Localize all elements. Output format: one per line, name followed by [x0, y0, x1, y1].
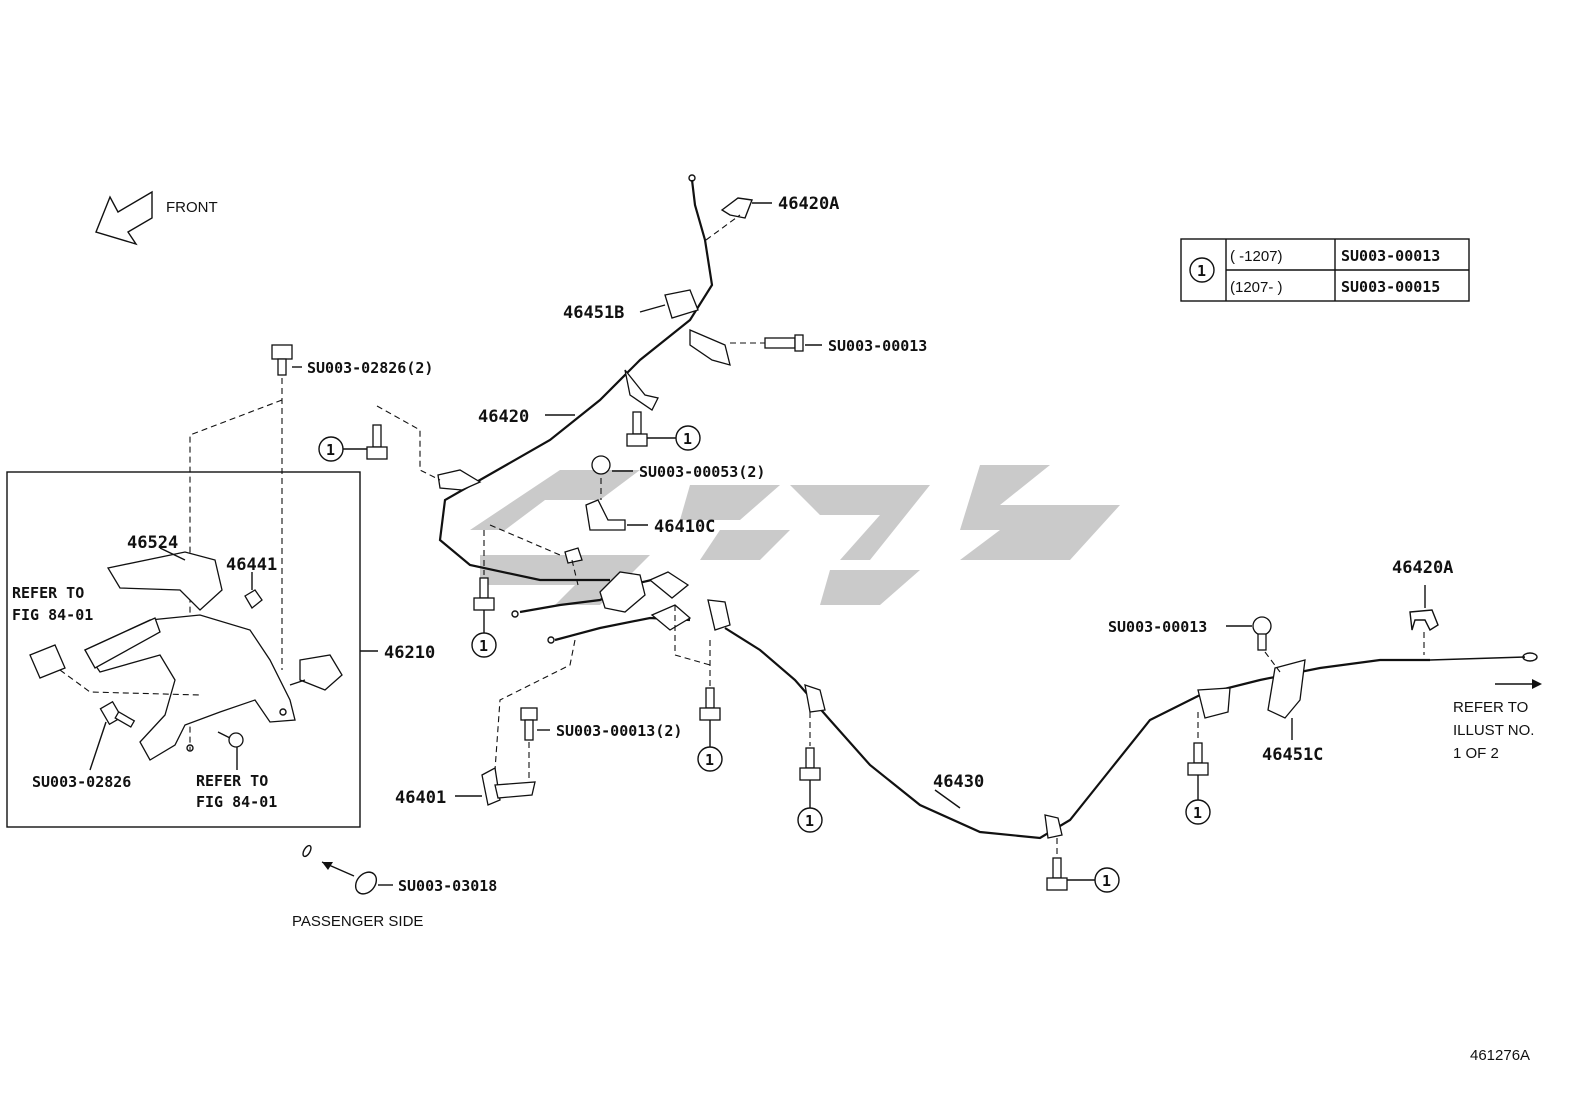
legend-range-2: (1207- )	[1230, 279, 1283, 296]
bolt-su003-00013-right	[1252, 616, 1281, 673]
bolt-su003-00013-2	[520, 707, 538, 780]
circle-marker-1a: 1	[326, 441, 335, 459]
bracket-46410C	[585, 499, 626, 531]
equalizer-area	[483, 524, 731, 771]
label-refer-illust-3: 1 OF 2	[1453, 745, 1499, 762]
bolt-su003-02826	[89, 700, 136, 771]
label-46524: 46524	[127, 533, 178, 553]
bolt-marker-1b	[626, 411, 701, 451]
label-su003-02826: SU003-02826	[32, 773, 131, 791]
legend-part-1: SU003-00013	[1341, 247, 1440, 265]
bolt-marker-1f	[1046, 838, 1120, 893]
label-46430: 46430	[933, 772, 984, 792]
label-fig-84-01-2: FIG 84-01	[196, 793, 277, 811]
label-fig-84-01-1: FIG 84-01	[12, 606, 93, 624]
circle-marker-1e: 1	[805, 812, 814, 830]
label-passenger-side: PASSENGER SIDE	[292, 913, 423, 930]
label-46420: 46420	[478, 407, 529, 427]
legend-range-1: ( -1207)	[1230, 248, 1283, 265]
clip-46420A-top	[705, 197, 753, 241]
label-46420A-right: 46420A	[1392, 558, 1453, 578]
circle-marker-1f: 1	[1102, 872, 1111, 890]
label-46210: 46210	[384, 643, 435, 663]
diagram-code: 461276A	[1470, 1047, 1530, 1064]
bolt-marker-1g	[1185, 712, 1211, 825]
grommet-su003-03018	[302, 844, 378, 895]
front-label: FRONT	[166, 199, 218, 216]
label-su003-03018: SU003-03018	[398, 877, 497, 895]
label-46401: 46401	[395, 788, 446, 808]
clip-46441	[244, 589, 263, 609]
label-su003-00053-2: SU003-00053(2)	[639, 463, 765, 481]
label-refer-to-1: REFER TO	[12, 584, 84, 602]
switch-part	[29, 644, 201, 696]
label-su003-00013-right: SU003-00013	[1108, 618, 1207, 636]
label-refer-illust-1: REFER TO	[1453, 699, 1528, 716]
watermark-logo	[470, 465, 1120, 605]
bolt-marker-1c	[471, 577, 497, 658]
legend-part-2: SU003-00015	[1341, 278, 1440, 296]
label-su003-00013-top: SU003-00013	[828, 337, 927, 355]
legend-symbol: 1	[1197, 262, 1206, 280]
circle-marker-1d: 1	[705, 751, 714, 769]
label-46410C: 46410C	[654, 517, 715, 537]
bracket-46401	[481, 766, 536, 806]
refer-arrow-icon	[1495, 679, 1542, 689]
bolt-marker-1d	[697, 640, 723, 772]
cable-46430	[724, 627, 1538, 840]
parking-lever	[84, 614, 343, 761]
bolt-marker-1e	[797, 712, 823, 833]
label-46451B: 46451B	[563, 303, 624, 323]
label-su003-02826-2: SU003-02826(2)	[307, 359, 433, 377]
label-refer-illust-2: ILLUST NO.	[1453, 722, 1534, 739]
cable-46420	[437, 174, 731, 582]
legend-table	[1180, 238, 1470, 302]
bolt-marker-1a	[318, 405, 441, 481]
label-46441: 46441	[226, 555, 277, 575]
screw-refer-fig	[217, 731, 244, 770]
lever-assembly-box	[6, 471, 361, 828]
label-46420A-top: 46420A	[778, 194, 839, 214]
label-refer-to-2: REFER TO	[196, 772, 268, 790]
cover-46524	[106, 551, 223, 611]
nut-su003-00053	[591, 455, 611, 500]
circle-marker-1c: 1	[479, 637, 488, 655]
bolt-su003-00013-top	[730, 334, 804, 352]
label-46451C: 46451C	[1262, 745, 1323, 765]
circle-marker-1b: 1	[683, 430, 692, 448]
label-su003-00013-2: SU003-00013(2)	[556, 722, 682, 740]
clip-46420A-right	[1409, 585, 1439, 655]
front-arrow-icon	[95, 190, 153, 246]
bolt-su003-02826-2	[189, 344, 293, 750]
circle-marker-1g: 1	[1193, 804, 1202, 822]
